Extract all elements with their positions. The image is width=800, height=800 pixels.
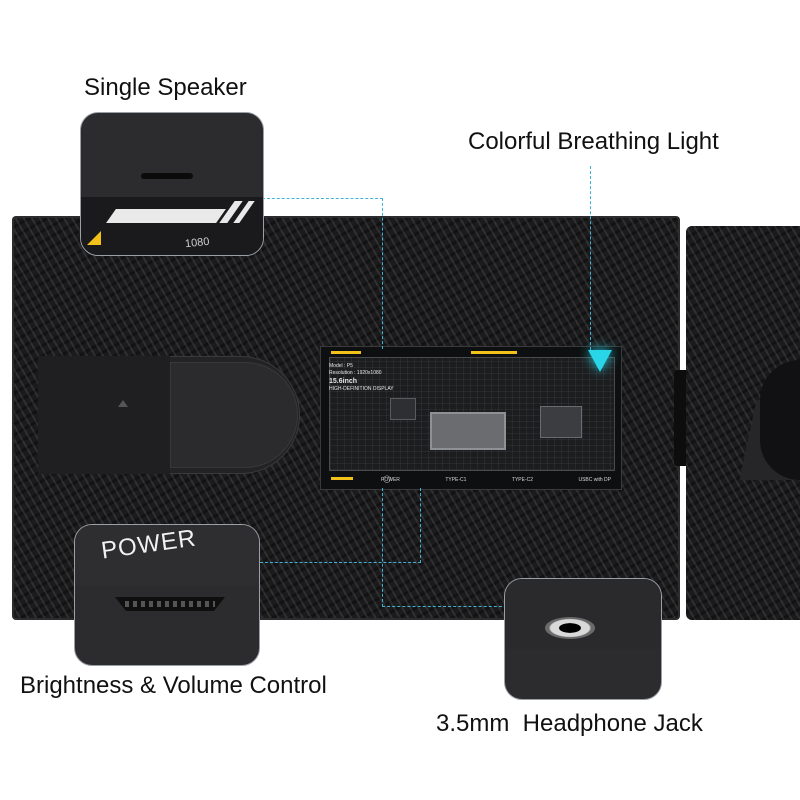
breathing-light-indicator: [588, 350, 612, 372]
inset-resolution-fragment: 1080: [184, 235, 211, 251]
inset-speaker: 1080: [80, 112, 264, 256]
chip-main: [430, 412, 506, 450]
arrow-up-icon: [118, 400, 128, 407]
port-label-type-c1: TYPE-C1: [445, 477, 467, 483]
callout-line-power: [260, 488, 421, 563]
chip-secondary: [540, 406, 582, 438]
callout-line-speaker: [262, 198, 383, 349]
spec-label: Model : P5 Resolution : 1920x1080 15.6in…: [329, 363, 409, 403]
label-breathing-light: Colorful Breathing Light: [468, 128, 719, 155]
port-label-power: POWER: [381, 477, 400, 483]
inset-power-button: POWER: [74, 524, 260, 666]
inset-headphone-jack: [504, 578, 662, 700]
headphone-jack: [545, 617, 595, 639]
callout-line-headphone: [382, 488, 507, 607]
port-label-type-c2: TYPE-C2: [511, 477, 534, 483]
speaker-grille: [141, 173, 193, 179]
spec-resolution: Resolution : 1920x1080: [329, 370, 382, 376]
callout-line-light: [590, 166, 591, 350]
rear-display-window: Model : P5 Resolution : 1920x1080 15.6in…: [320, 346, 622, 490]
spec-display: HIGH-DEFINITION DISPLAY: [329, 386, 394, 392]
headphone-icon: ◯: [383, 476, 391, 483]
circuit-board: [329, 357, 615, 471]
label-brightness-volume: Brightness & Volume Control: [20, 672, 327, 699]
label-single-speaker: Single Speaker: [84, 74, 247, 101]
port-label-usbc-dp: USBC with DP: [578, 477, 611, 483]
chip-small: [390, 398, 416, 420]
spec-model: Model : P5: [329, 363, 353, 369]
spec-size: 15.6inch: [329, 378, 358, 385]
label-headphone-jack: 3.5mm Headphone Jack: [436, 710, 703, 737]
side-stand: [760, 360, 800, 480]
kickstand-tab: [170, 362, 298, 468]
port-labels: POWER TYPE-C1 TYPE-C2 USBC with DP: [381, 477, 611, 483]
kickstand: [38, 356, 300, 474]
